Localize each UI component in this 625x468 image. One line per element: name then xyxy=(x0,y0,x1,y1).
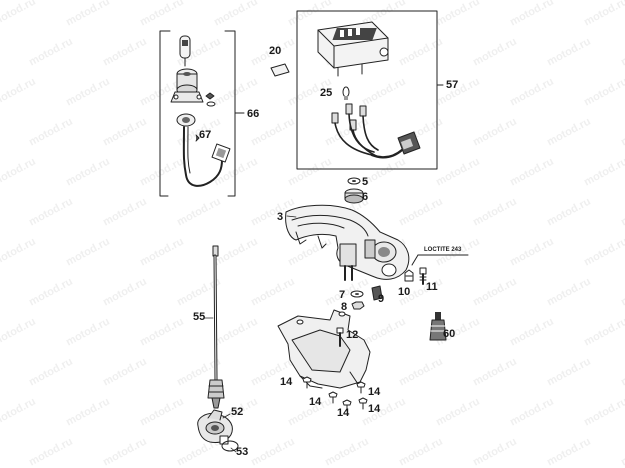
bulb-25 xyxy=(342,86,350,100)
callout-57: 57 xyxy=(446,79,459,91)
seal-53 xyxy=(221,440,239,452)
callout-11: 11 xyxy=(426,281,438,293)
speedometer-cable-55 xyxy=(207,245,225,409)
callout-67: 67 xyxy=(199,129,212,141)
switch-screw xyxy=(205,92,216,107)
screw-67 xyxy=(195,134,200,142)
callout-8: 8 xyxy=(341,301,348,313)
callout-14-b: 14 xyxy=(309,396,322,408)
callout-20: 20 xyxy=(269,45,282,57)
group-box-57 xyxy=(296,10,438,170)
group-box-66 xyxy=(159,30,236,197)
callout-14-c: 14 xyxy=(337,407,350,419)
grommet-5 xyxy=(347,177,361,185)
bracket-3 xyxy=(285,204,410,281)
callout-14-a: 14 xyxy=(280,376,293,388)
bolt-11 xyxy=(419,267,427,285)
callout-25: 25 xyxy=(320,87,333,99)
callout-55: 55 xyxy=(193,311,206,323)
callout-52: 52 xyxy=(231,406,244,418)
control-box xyxy=(317,21,389,77)
callout-66: 66 xyxy=(247,108,260,120)
callout-5: 5 xyxy=(362,176,369,188)
ignition-switch-harness xyxy=(176,113,231,187)
callout-6: 6 xyxy=(362,191,369,203)
callout-3: 3 xyxy=(277,211,284,223)
pad-20 xyxy=(270,63,290,77)
callout-7: 7 xyxy=(339,289,346,301)
nut-8 xyxy=(351,301,365,310)
callout-53: 53 xyxy=(236,446,249,458)
leader-lines xyxy=(204,215,297,453)
lower-bracket xyxy=(277,309,371,389)
washer-7 xyxy=(350,290,364,298)
ignition-switch xyxy=(170,68,204,103)
callout-12: 12 xyxy=(346,329,359,341)
clip-9 xyxy=(371,285,383,301)
rubber-mount-6 xyxy=(344,188,364,204)
screws-14 xyxy=(302,376,368,412)
ignition-key xyxy=(179,35,191,67)
speedo-drive-52 xyxy=(197,409,233,445)
callout-14-e: 14 xyxy=(368,403,381,415)
loctite-note: LOCTITE 243 xyxy=(424,247,462,253)
callout-60: 60 xyxy=(443,328,456,340)
bulb-sockets-harness xyxy=(331,103,421,159)
loctite-leader xyxy=(411,254,469,266)
screw-10 xyxy=(404,269,414,282)
callout-10: 10 xyxy=(398,286,411,298)
bolt-12 xyxy=(336,327,344,347)
callout-9: 9 xyxy=(378,293,385,305)
loctite-bottle-60 xyxy=(429,312,447,341)
callout-14-d: 14 xyxy=(368,386,381,398)
